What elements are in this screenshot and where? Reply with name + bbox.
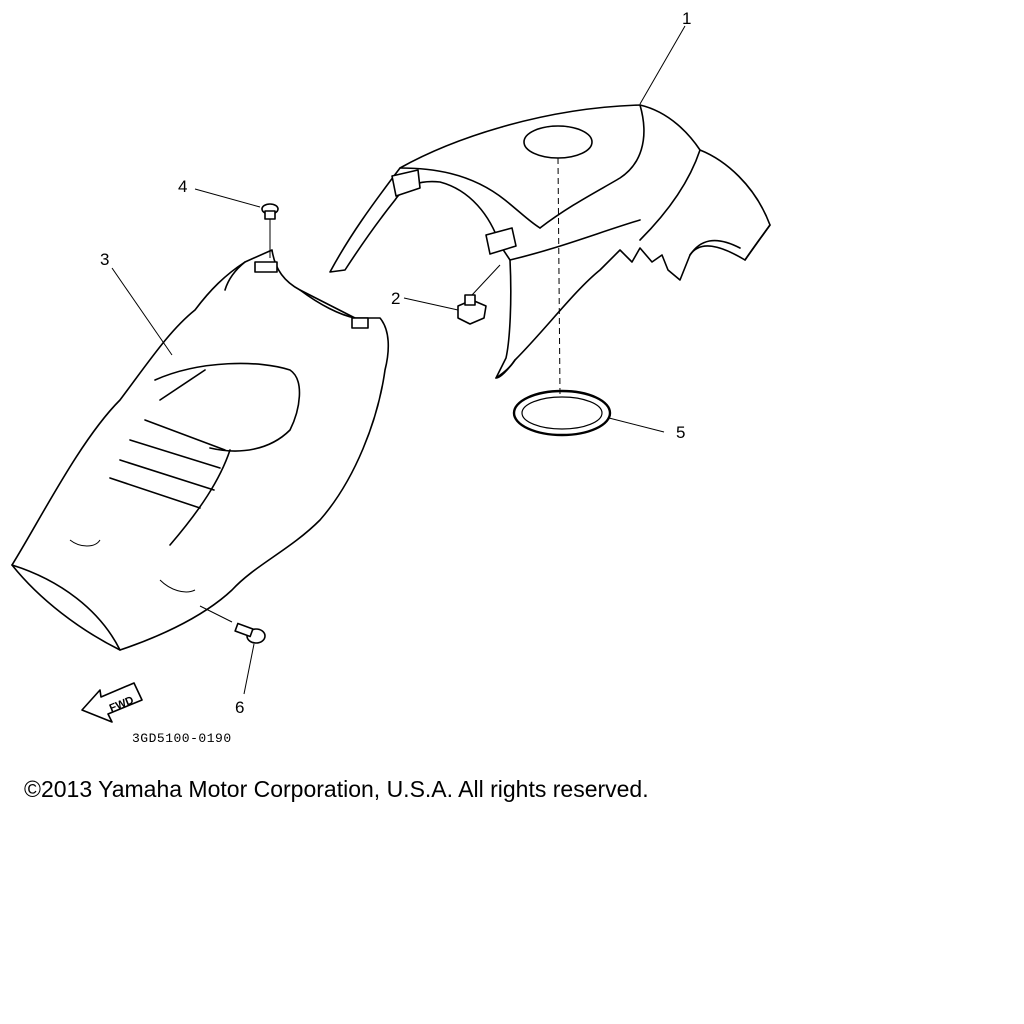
copyright-notice: ©2013 Yamaha Motor Corporation, U.S.A. A…: [24, 776, 649, 802]
callout-3: 3: [100, 250, 109, 269]
callout-2: 2: [391, 289, 400, 308]
bolt-part: [199, 605, 266, 644]
ring-gasket-part: [512, 389, 612, 437]
parts-diagram: 1 2 3 4 5 6 FWD 3GD5100-0190: [11, 9, 771, 746]
leader-lines: [111, 25, 686, 695]
callout-5: 5: [676, 423, 685, 442]
side-cover-part: [11, 249, 390, 651]
tank-cover-part: [329, 104, 771, 379]
callout-4: 4: [178, 177, 187, 196]
callout-1: 1: [682, 9, 691, 28]
forward-arrow-icon: FWD: [81, 682, 143, 723]
callout-6: 6: [235, 698, 244, 717]
nut-part: [457, 294, 487, 325]
screw-part: [261, 203, 279, 258]
diagram-code: 3GD5100-0190: [132, 731, 232, 746]
